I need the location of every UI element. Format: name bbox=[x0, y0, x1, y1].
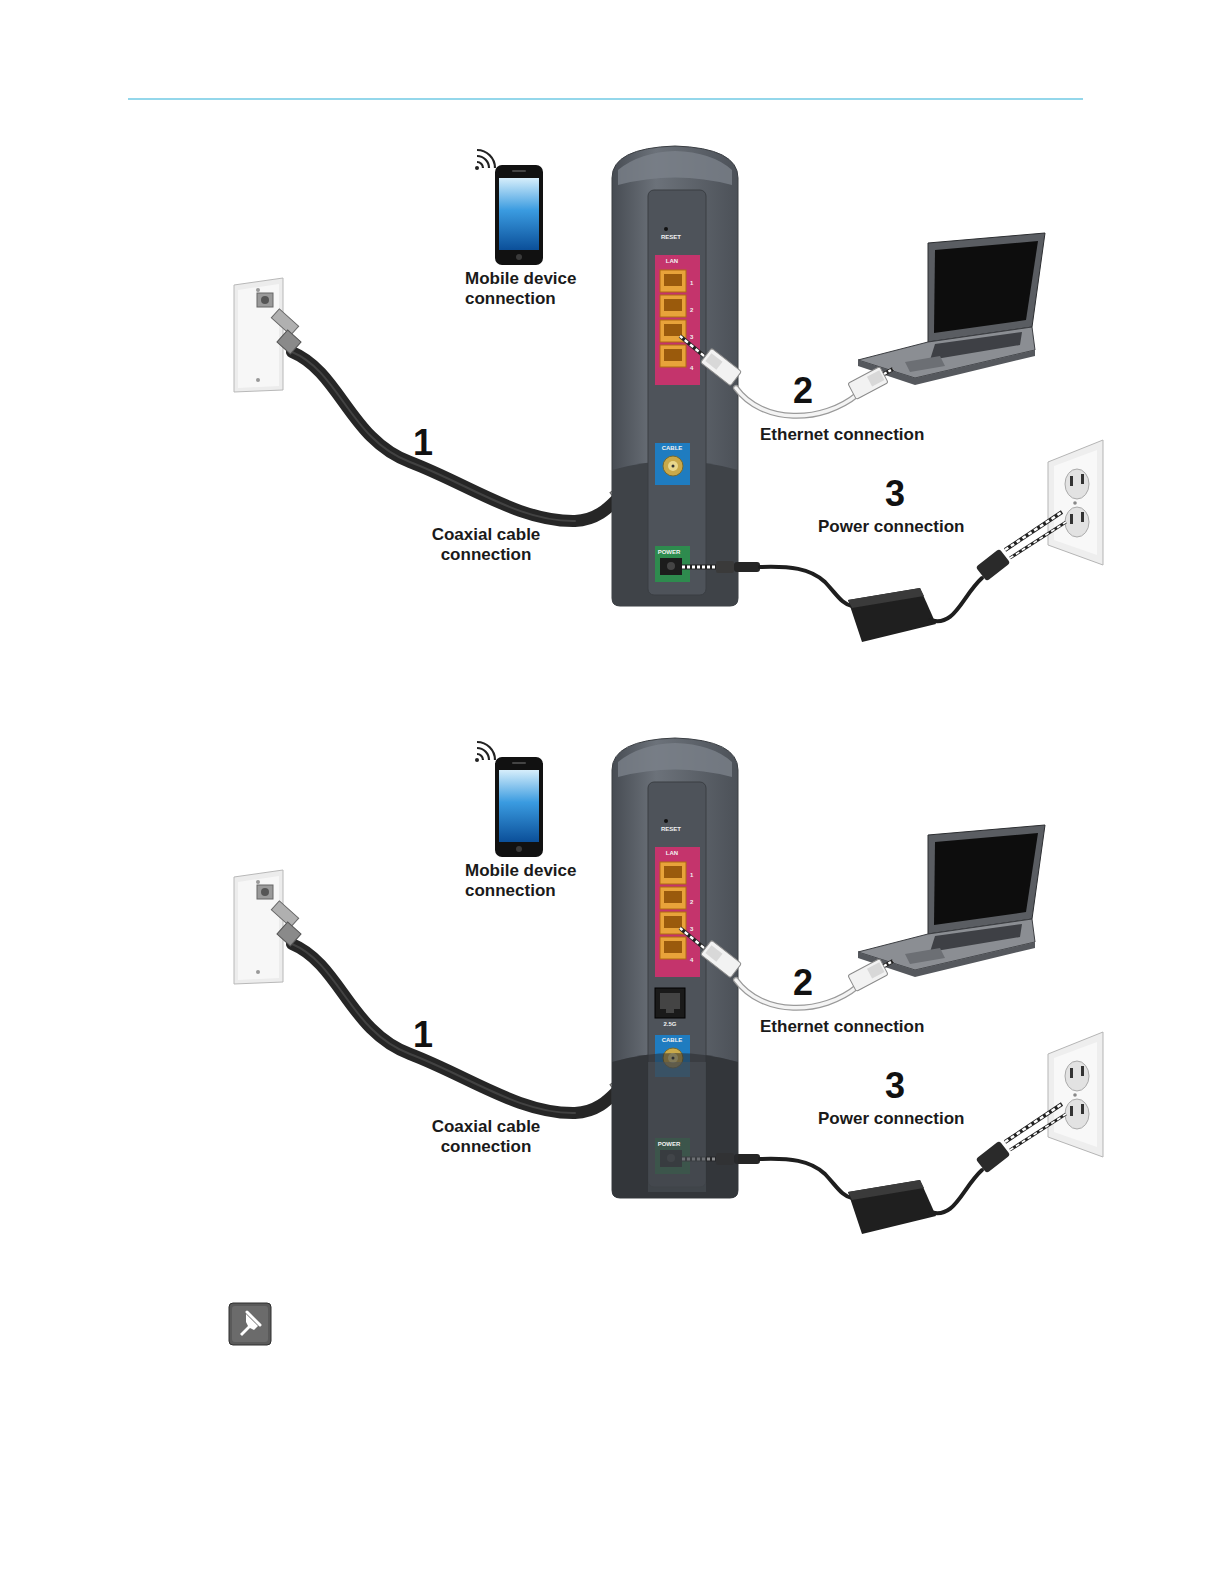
port-label: POWER bbox=[658, 549, 681, 555]
callout-label: Ethernet connection bbox=[760, 425, 924, 445]
callout-label: Mobile device connection bbox=[465, 861, 605, 902]
callout-number: 2 bbox=[793, 965, 813, 1001]
port-label: 2.5G bbox=[663, 1021, 676, 1027]
port-number: 1 bbox=[690, 280, 693, 286]
port-label: CABLE bbox=[662, 445, 683, 451]
port-label: RESET bbox=[661, 826, 681, 832]
port-number: 4 bbox=[690, 365, 693, 371]
callout-label: Power connection bbox=[818, 1109, 964, 1129]
callout-label: Power connection bbox=[818, 517, 964, 537]
callout-number: 1 bbox=[413, 425, 433, 461]
callout-label: Coaxial cable connection bbox=[416, 525, 556, 566]
port-label: CABLE bbox=[662, 1037, 683, 1043]
port-number: 4 bbox=[690, 957, 693, 963]
callout-number: 2 bbox=[793, 373, 813, 409]
port-number: 3 bbox=[690, 334, 693, 340]
port-number: 1 bbox=[690, 872, 693, 878]
port-label: LAN bbox=[666, 258, 678, 264]
port-number: 2 bbox=[690, 899, 693, 905]
port-label: POWER bbox=[658, 1141, 681, 1147]
port-label: LAN bbox=[666, 850, 678, 856]
port-label: RESET bbox=[661, 234, 681, 240]
callout-number: 1 bbox=[413, 1017, 433, 1053]
callout-label: Coaxial cable connection bbox=[416, 1117, 556, 1158]
callout-label: Mobile device connection bbox=[465, 269, 605, 310]
port-number: 3 bbox=[690, 926, 693, 932]
port-number: 2 bbox=[690, 307, 693, 313]
callout-number: 3 bbox=[885, 476, 905, 512]
callout-number: 3 bbox=[885, 1068, 905, 1104]
callout-label: Ethernet connection bbox=[760, 1017, 924, 1037]
